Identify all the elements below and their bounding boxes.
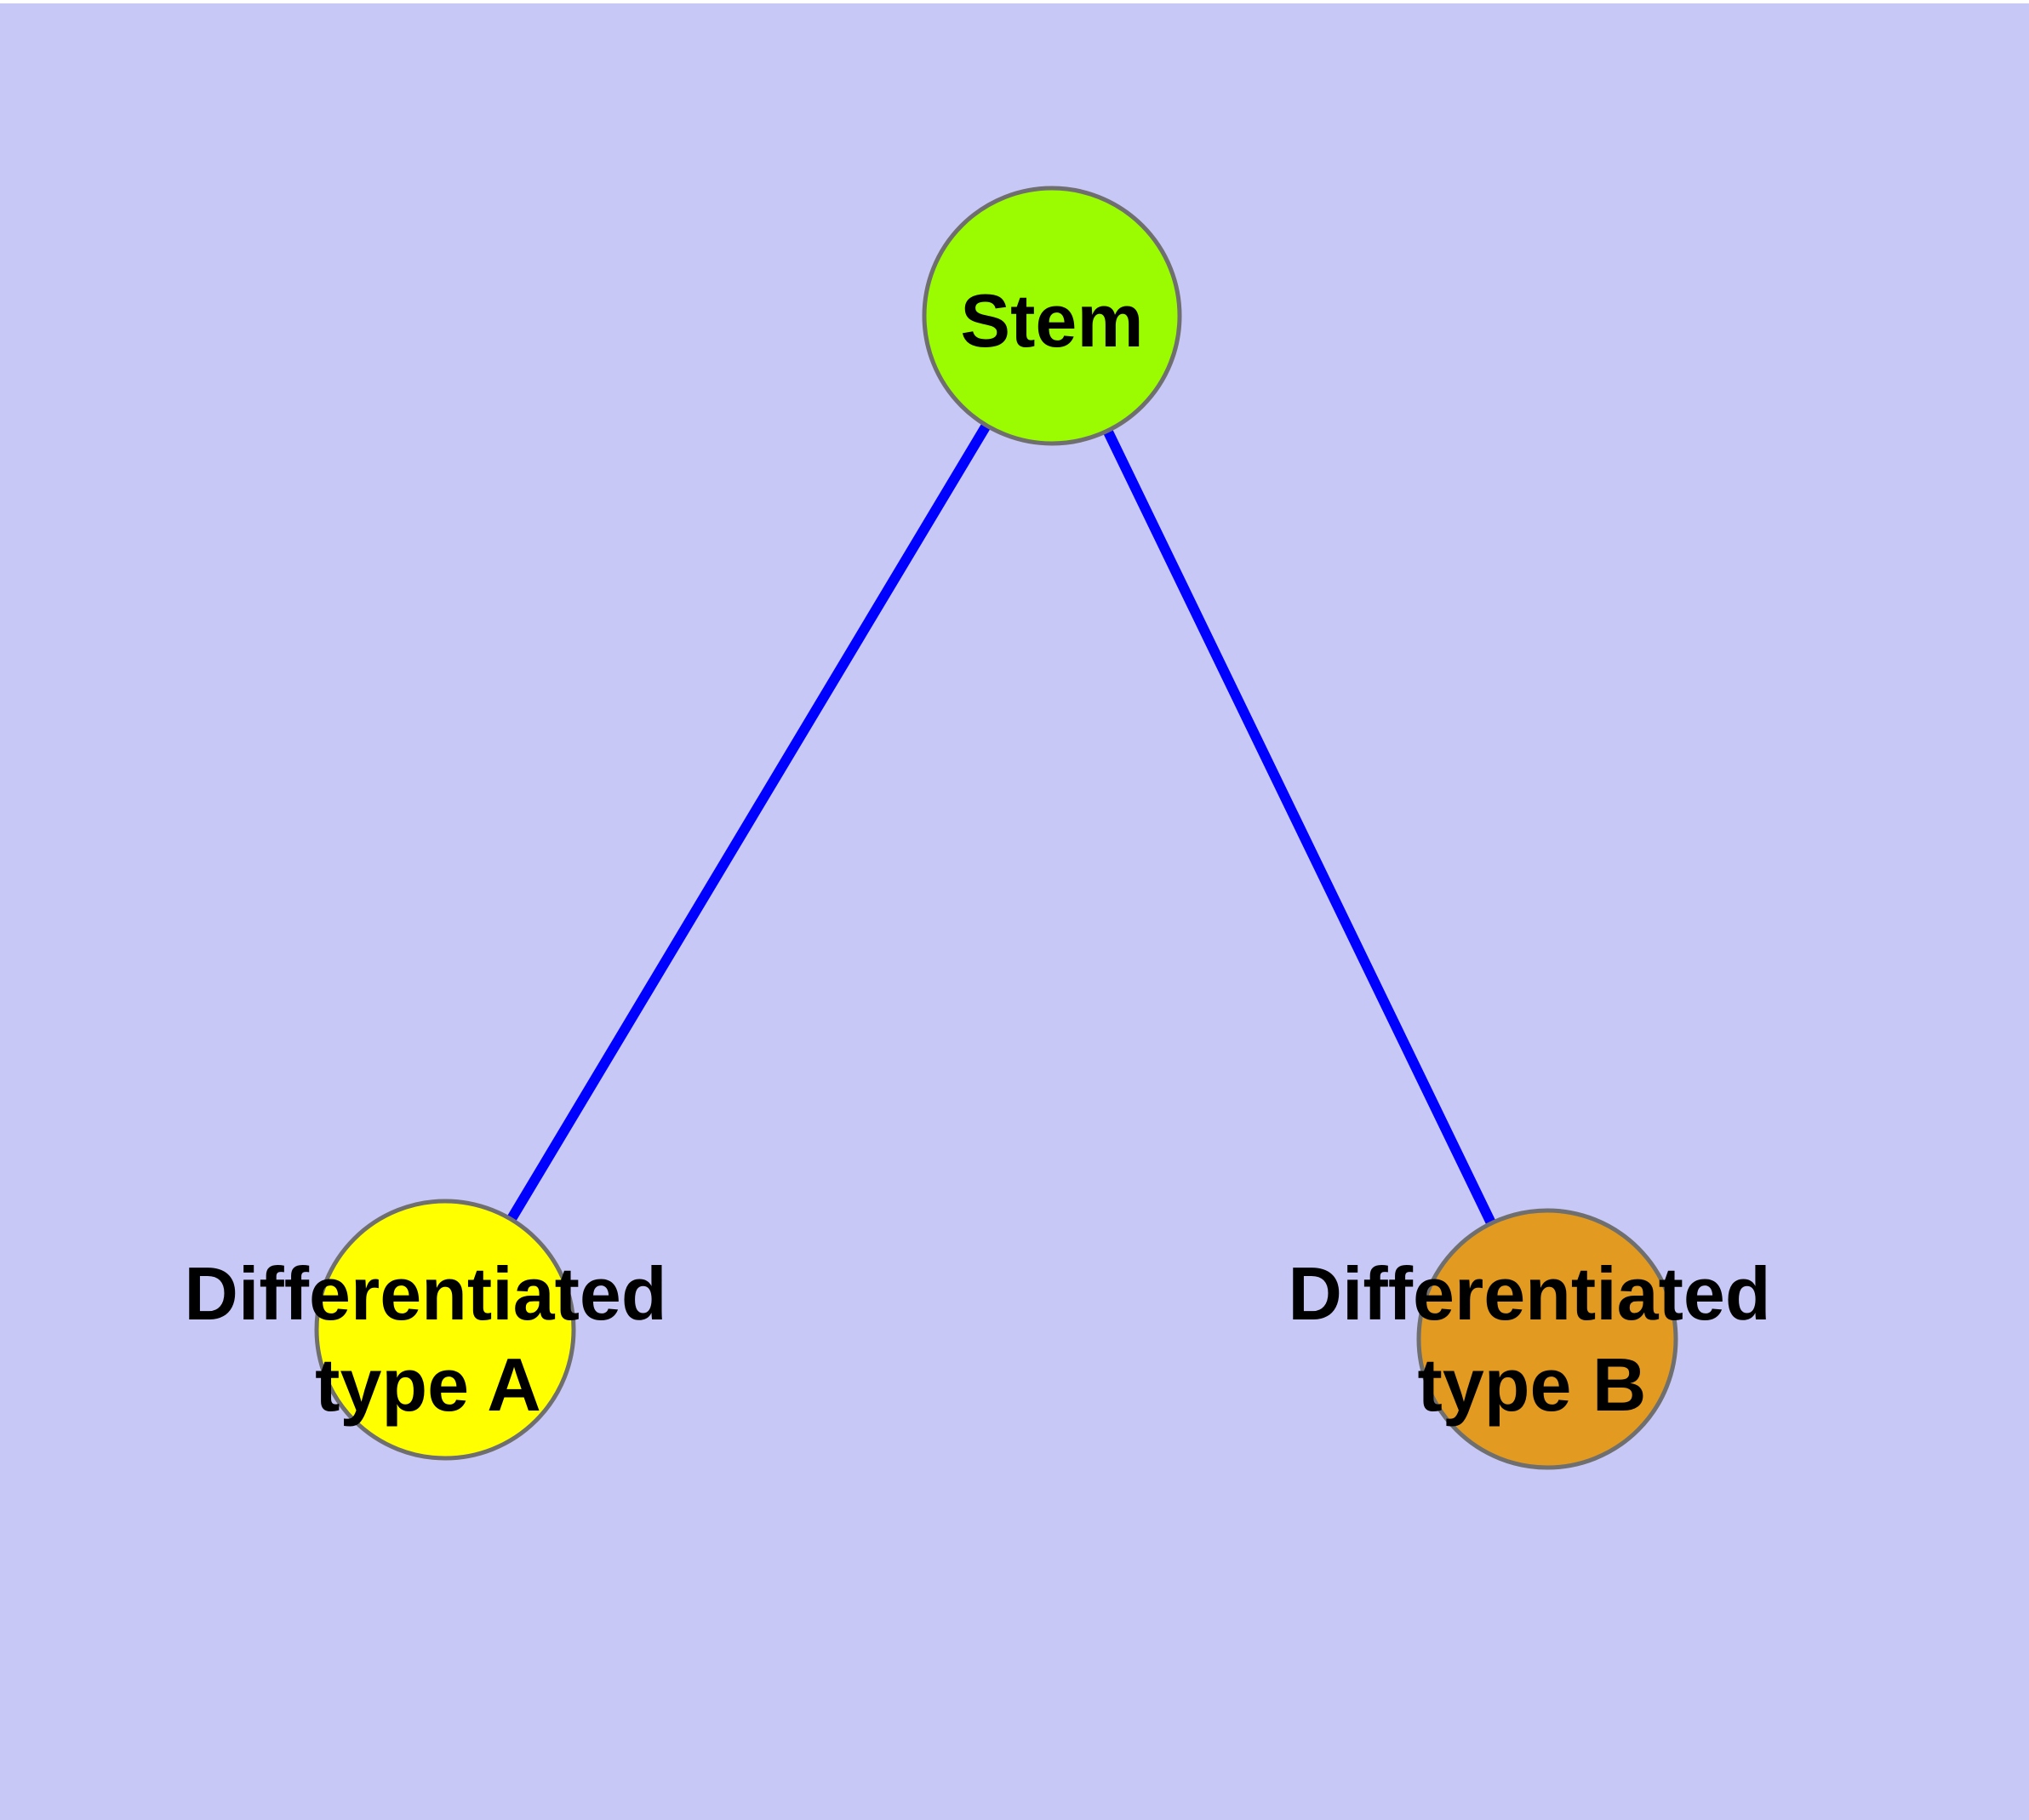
node-type-a-label-line1: Differentiated <box>184 1251 666 1336</box>
edge-stem-to-type-b <box>1047 313 1552 1342</box>
edge-stem-to-type-a <box>440 312 1057 1333</box>
node-type-b-label-line1: Differentiated <box>1288 1251 1770 1336</box>
node-type-a-circle <box>314 1199 576 1461</box>
node-stem-label: Stem <box>960 278 1143 363</box>
node-stem-circle <box>922 186 1182 446</box>
top-margin-strip <box>0 0 2029 3</box>
node-type-b-label-line2: type B <box>1418 1342 1647 1427</box>
node-type-b-circle <box>1416 1208 1678 1470</box>
node-type-a-label-line2: type A <box>315 1342 541 1427</box>
